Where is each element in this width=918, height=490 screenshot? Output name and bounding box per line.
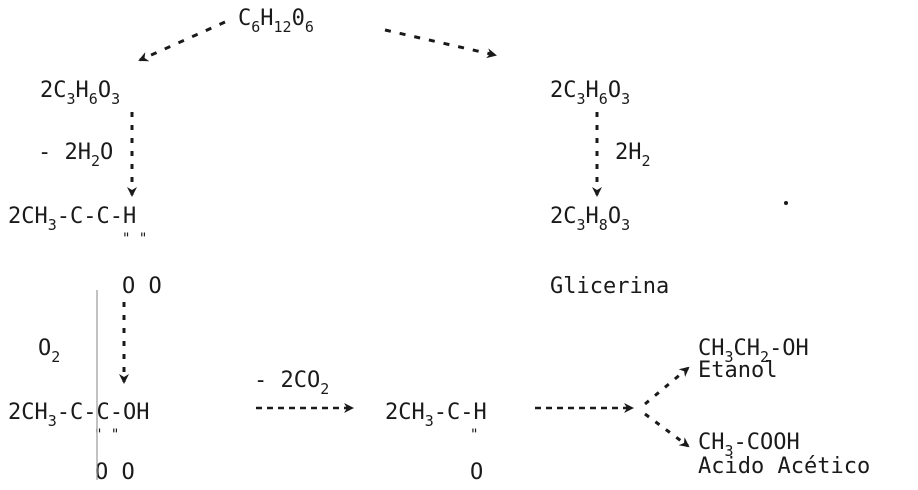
right-lactate-formula: 2C3H6O3 — [550, 78, 631, 108]
arrow-branch-to-acetic — [644, 412, 690, 448]
arrow-glucose-to-right — [384, 28, 497, 59]
acetaldehyde-oxygen: O — [470, 460, 484, 485]
glycerol-name: Glicerina — [550, 274, 670, 299]
ethanol-name: Etanol — [698, 358, 778, 383]
minus-water-label: - 2H2O — [38, 140, 114, 170]
pyruvic-double-bonds: " " — [94, 427, 120, 443]
pyruvic-oxygens: O O — [95, 460, 135, 485]
methylglyoxal-oxygens: O O — [122, 274, 162, 299]
pyruvic-acid-formula: 2CH3-C-C-OH — [8, 400, 150, 430]
glycerol-formula: 2C3H8O3 — [550, 204, 631, 234]
acetic-acid-name: Acido Acético — [698, 454, 871, 479]
acetaldehyde-double-bond: " — [470, 427, 479, 443]
hydrogen-label: 2H2 — [615, 140, 651, 170]
oxygen-label: O2 — [38, 336, 61, 366]
minus-co2-label: - 2CO2 — [254, 368, 330, 398]
acetaldehyde-formula: 2CH3-C-H — [385, 400, 487, 430]
glucose-formula: C6H1206 — [238, 6, 314, 36]
methylglyoxal-double-bonds: " " — [122, 231, 148, 247]
acetic-acid-formula: CH3-COOH — [698, 430, 800, 460]
arrow-branch-to-ethanol — [644, 366, 690, 406]
stray-dot — [784, 201, 788, 205]
left-lactate-formula: 2C3H6O3 — [40, 78, 121, 108]
ethanol-formula: CH3CH2-OH — [698, 336, 809, 366]
arrow-glucose-to-left — [138, 20, 226, 62]
methylglyoxal-formula: 2CH3-C-C-H — [8, 204, 137, 234]
